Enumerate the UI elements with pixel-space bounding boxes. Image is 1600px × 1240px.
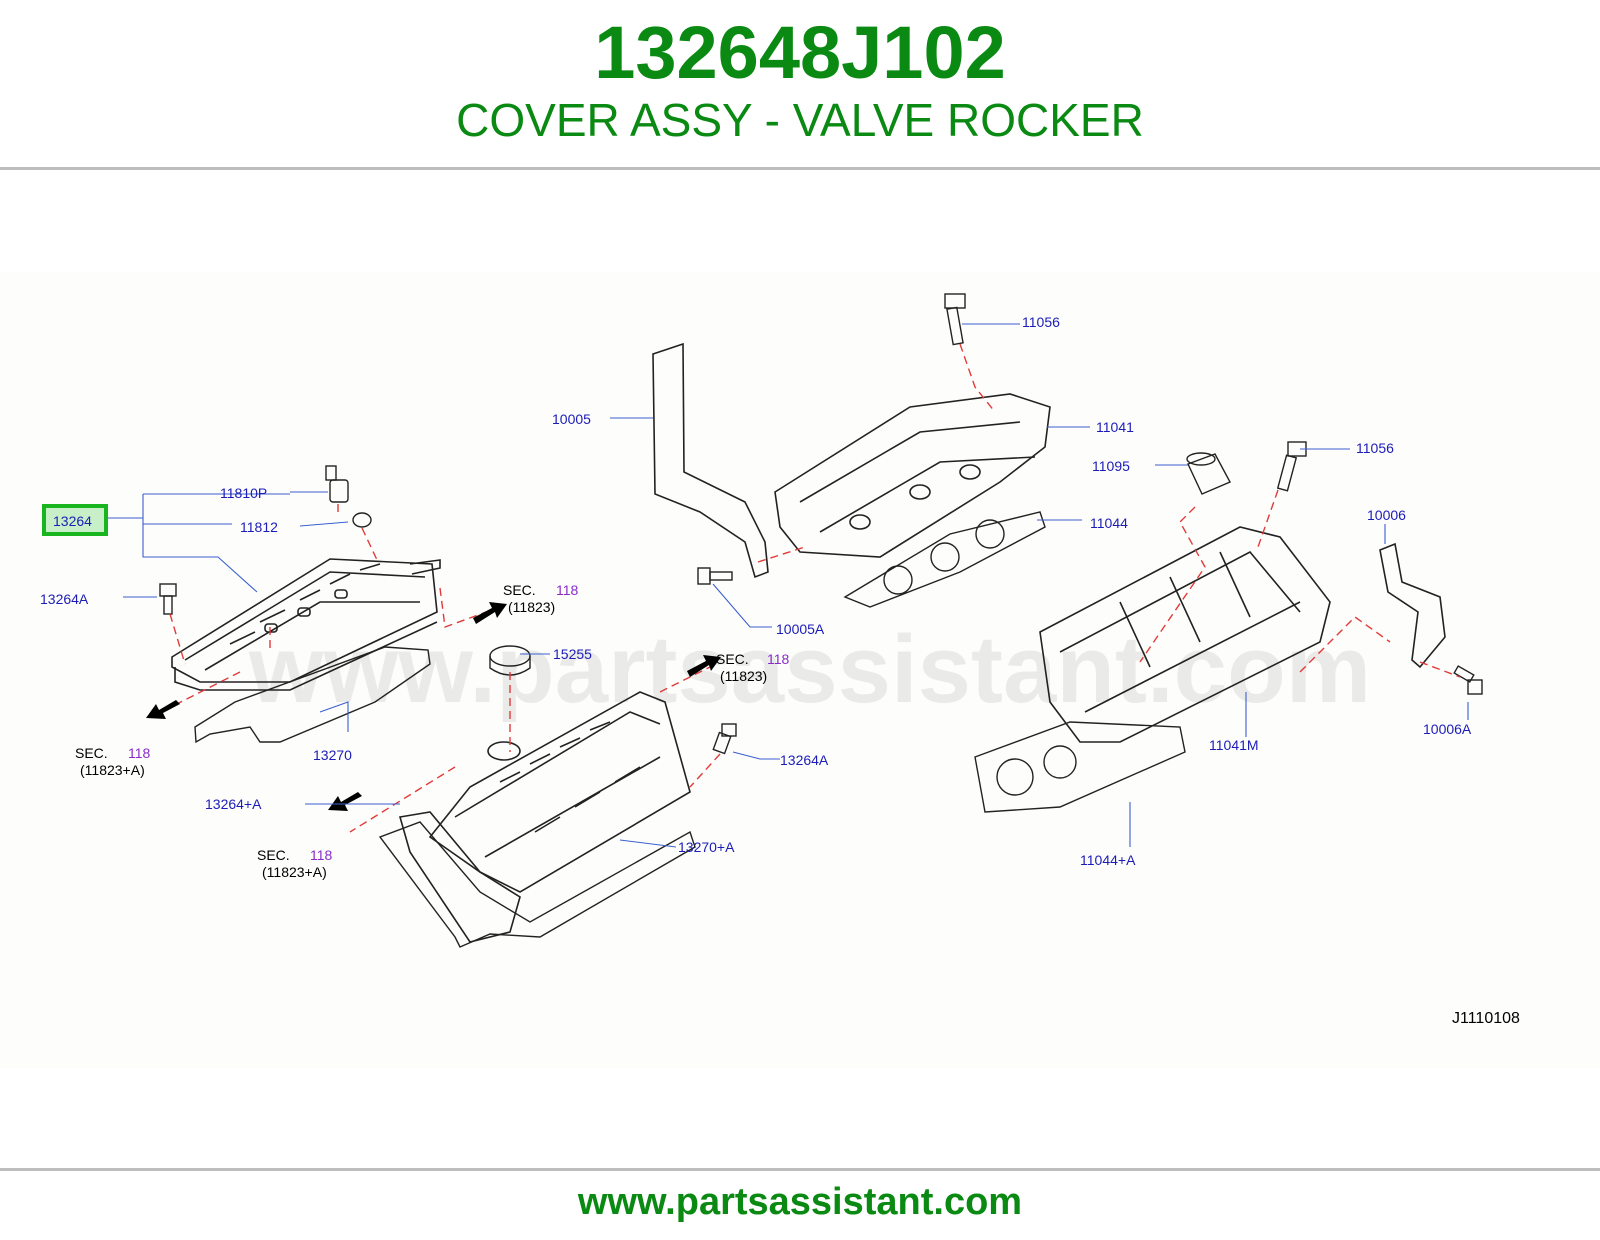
sec-label: SEC. [503, 582, 536, 598]
sec-ref-upper-left[interactable]: SEC. 118 (11823) [503, 582, 579, 615]
sec-number: 118 [556, 582, 579, 598]
callout-15255[interactable]: 15255 [553, 646, 592, 662]
sec-ref-center[interactable]: SEC. 118 (11823) [716, 651, 790, 684]
callout-13264a-left[interactable]: 13264A [40, 591, 89, 607]
sec-label: SEC. [75, 745, 108, 761]
part-description: COVER ASSY - VALVE ROCKER [456, 94, 1144, 146]
leader-lines [107, 323, 1469, 848]
dowel-11095-drawing [1186, 452, 1231, 495]
sec-ref-code: (11823) [720, 668, 767, 684]
callout-13264[interactable]: 13264 [53, 513, 92, 529]
callout-11041m[interactable]: 11041M [1209, 737, 1259, 753]
callout-13264plusa[interactable]: 13264+A [205, 796, 262, 812]
callout-11041[interactable]: 11041 [1096, 419, 1134, 435]
bolt-13264a-mid-drawing [712, 723, 737, 755]
grommet-11812-drawing [352, 512, 372, 528]
callout-11044plusa[interactable]: 11044+A [1080, 852, 1136, 868]
callout-11044[interactable]: 11044 [1090, 515, 1128, 531]
callout-10006a[interactable]: 10006A [1423, 721, 1472, 737]
cylinder-head-11041-drawing [774, 393, 1051, 558]
valve-cover-left-drawing [171, 558, 441, 691]
bolt-10006a-drawing [1453, 665, 1483, 695]
watermark: www.partsassistant.com [248, 616, 1371, 723]
sec-number: 118 [128, 745, 151, 761]
callout-11810p[interactable]: 11810P [220, 485, 267, 501]
sec-ref-bottom[interactable]: SEC. 118 (11823+A) [257, 847, 333, 880]
diagram-code: J1110108 [1452, 1010, 1520, 1027]
bolt-10005a-drawing [697, 567, 733, 585]
bolt-13264a-left-drawing [159, 583, 177, 615]
sec-ref-code: (11823+A) [80, 762, 145, 778]
bracket-10005-drawing [652, 342, 769, 579]
callout-11056-top[interactable]: 11056 [1022, 314, 1060, 330]
parts-diagram-svg: www.partsassistant.com [40, 293, 1520, 1027]
bolt-11056-top-drawing [944, 293, 966, 346]
parts-diagram: www.partsassistant.com [0, 272, 1600, 1068]
callout-11095[interactable]: 11095 [1092, 458, 1130, 474]
callout-11812[interactable]: 11812 [240, 519, 278, 535]
cylinder-head-11041m-drawing [1039, 526, 1331, 743]
gasket-13270a-drawing [378, 821, 696, 948]
valve-cover-center-drawing [398, 691, 691, 943]
head-gasket-11044-drawing [843, 511, 1046, 608]
callout-13270plusa[interactable]: 13270+A [678, 839, 735, 855]
callout-10005a[interactable]: 10005A [776, 621, 825, 637]
part-number-title: 132648J102 [594, 11, 1006, 94]
footer-divider [0, 1168, 1600, 1171]
sec-arrows [146, 602, 721, 811]
pcv-valve-drawing [325, 465, 349, 503]
highlight-box-13264 [42, 504, 108, 536]
sec-number: 118 [767, 651, 790, 667]
head-gasket-11044a-drawing [974, 721, 1186, 813]
callout-13270[interactable]: 13270 [313, 747, 352, 763]
sec-ref-code: (11823+A) [262, 864, 327, 880]
sec-ref-code: (11823) [508, 599, 555, 615]
footer-url[interactable]: www.partsassistant.com [577, 1181, 1023, 1223]
callout-10006[interactable]: 10006 [1367, 507, 1406, 523]
sec-label: SEC. [257, 847, 290, 863]
sec-ref-lower-left[interactable]: SEC. 118 (11823+A) [75, 745, 151, 778]
bracket-10006-drawing [1379, 542, 1446, 669]
sec-number: 118 [310, 847, 333, 863]
callout-13264a-mid[interactable]: 13264A [780, 752, 829, 768]
callout-10005[interactable]: 10005 [552, 411, 591, 427]
sec-label: SEC. [716, 651, 749, 667]
callout-11056-right[interactable]: 11056 [1356, 440, 1394, 456]
gasket-13270-drawing [194, 646, 431, 744]
header-divider [0, 167, 1600, 170]
